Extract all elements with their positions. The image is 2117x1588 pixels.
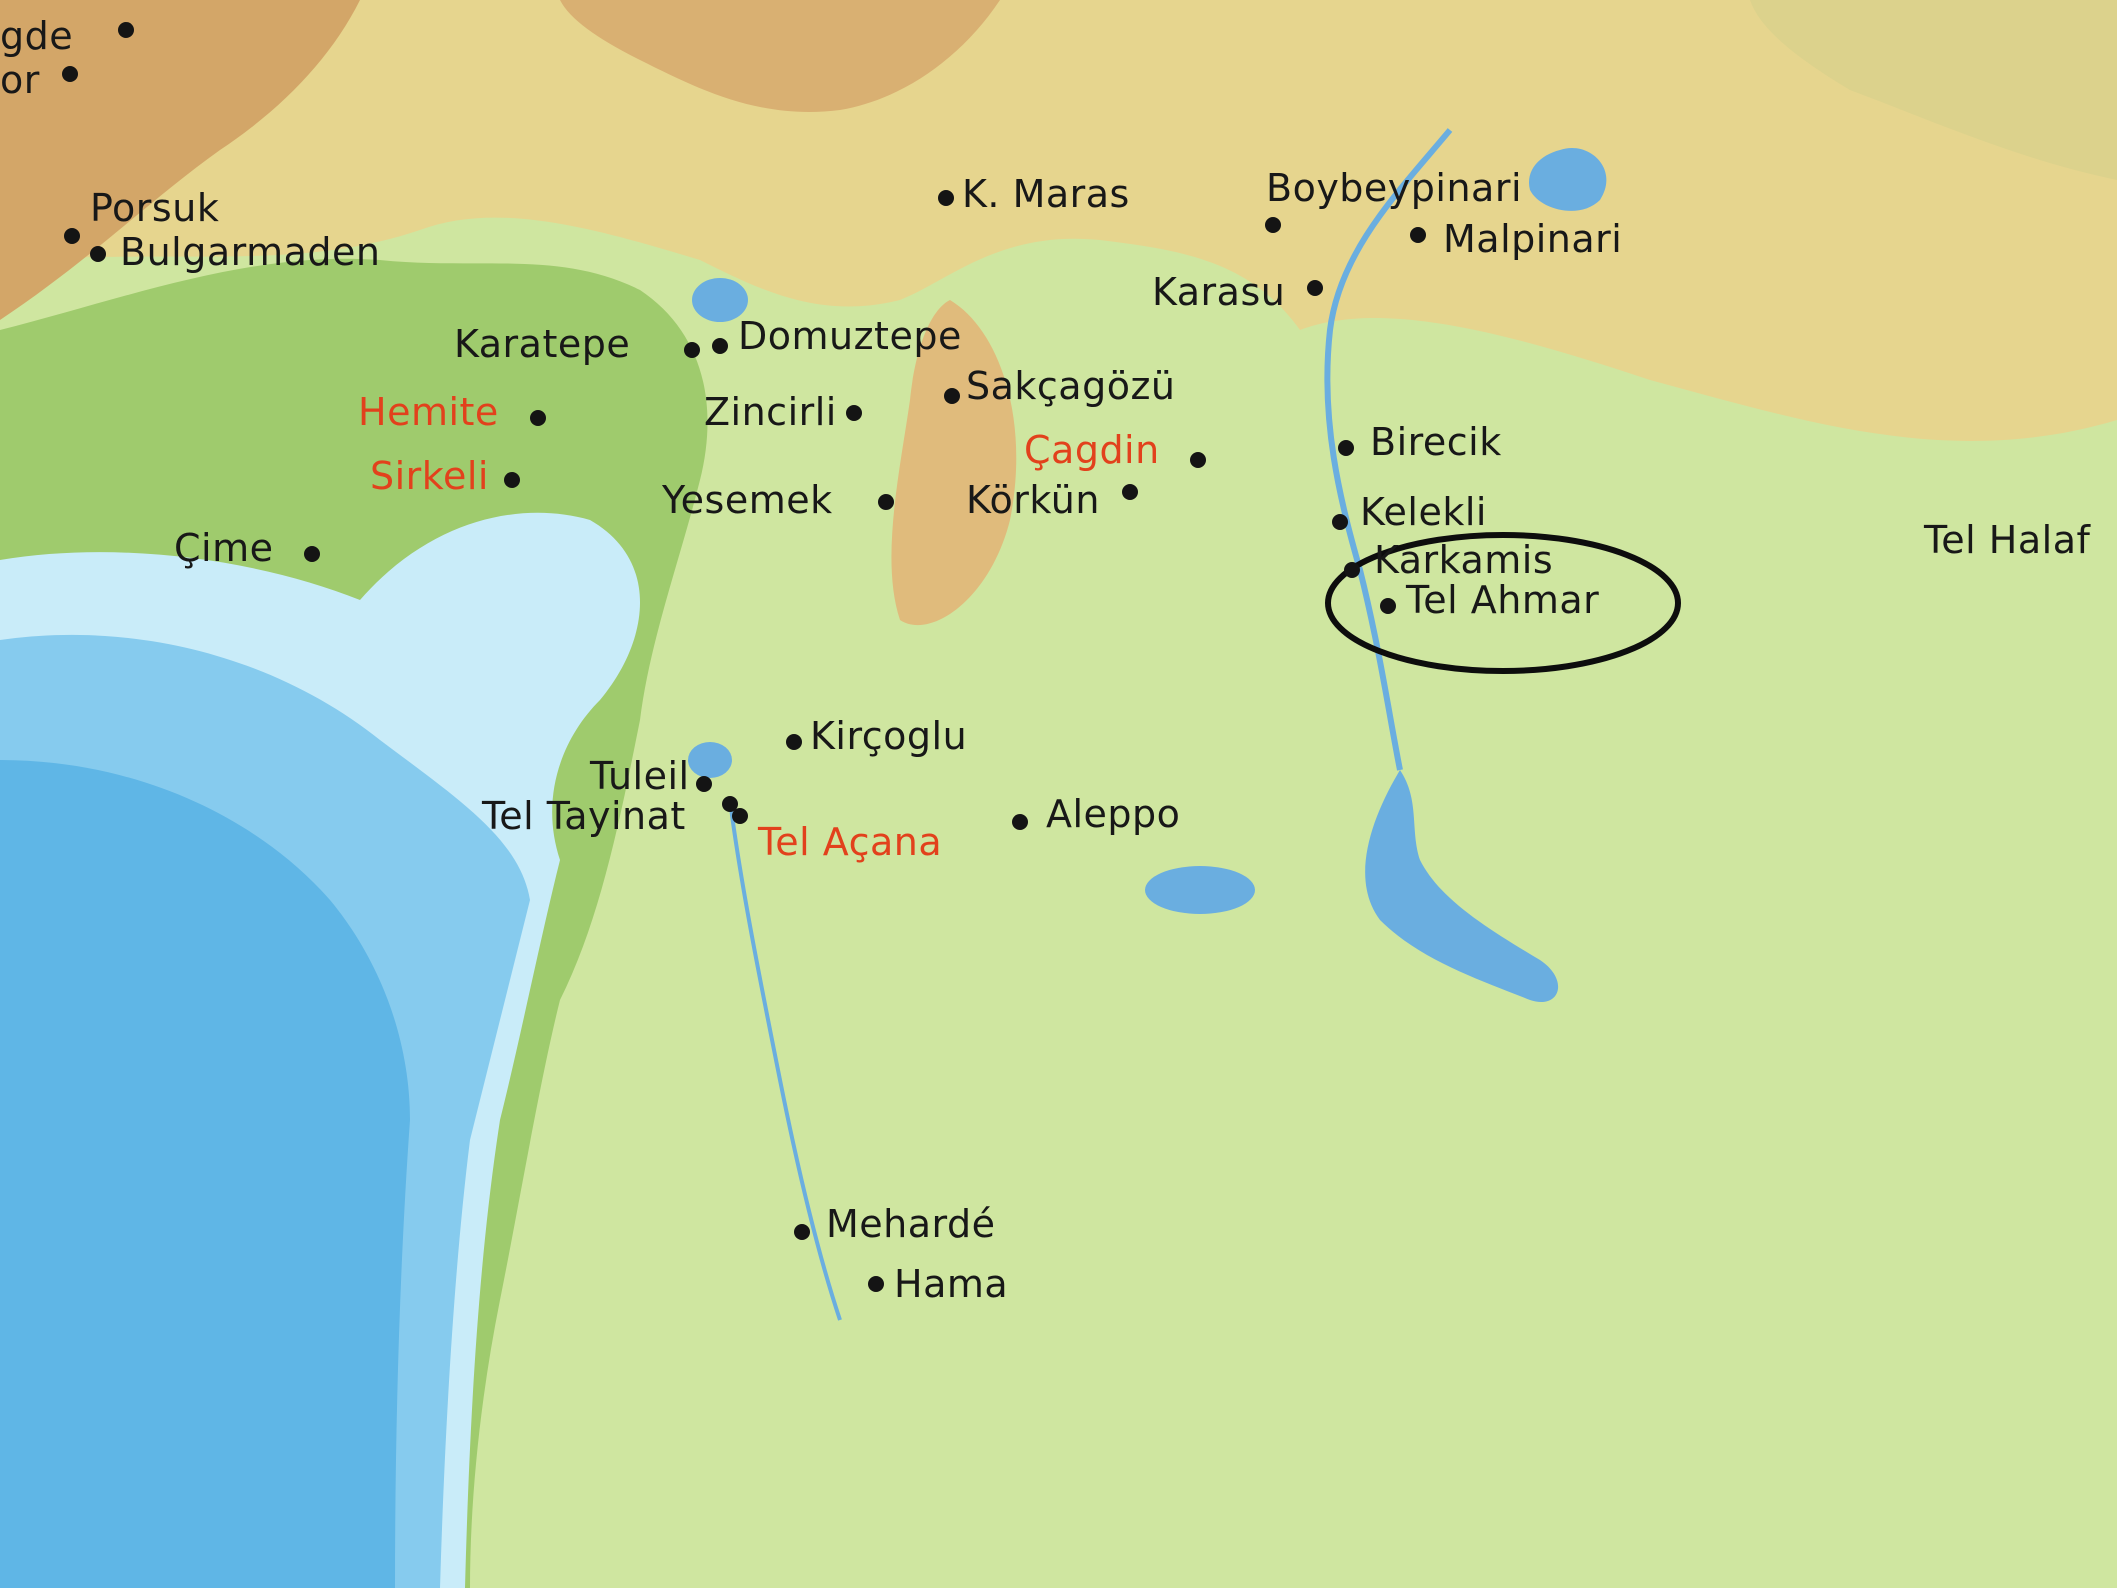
site-marker — [118, 22, 134, 38]
site-marker — [684, 342, 700, 358]
site-marker — [1190, 452, 1206, 468]
site-label: Kirçoglu — [810, 714, 968, 758]
site-marker — [868, 1276, 884, 1292]
site-label: Aleppo — [1046, 792, 1181, 836]
site-label: Tel Tayinat — [482, 794, 686, 838]
site-marker — [1332, 514, 1348, 530]
site-marker — [1122, 484, 1138, 500]
site-label: Karkamis — [1374, 538, 1554, 582]
lake-jabbul — [1145, 866, 1255, 914]
lake-north-river — [1529, 148, 1607, 211]
site-marker — [938, 190, 954, 206]
site-marker — [846, 405, 862, 421]
site-marker — [1012, 814, 1028, 830]
site-label: Malpinari — [1443, 217, 1623, 261]
site-label: Bulgarmaden — [120, 230, 381, 274]
site-label: Porsuk — [90, 186, 220, 230]
site-label: Kelekli — [1360, 490, 1487, 534]
site-label: Yesemek — [662, 478, 833, 522]
site-marker — [944, 388, 960, 404]
tel-ahmar-highlight-ring — [1325, 532, 1681, 674]
site-label: Sakçagözü — [966, 364, 1176, 408]
site-label: K. Maras — [962, 172, 1130, 216]
site-marker — [722, 796, 738, 812]
site-marker — [62, 66, 78, 82]
site-label: Tel Ahmar — [1406, 578, 1600, 622]
northern-upland-region — [0, 0, 2117, 441]
site-label: gde — [0, 14, 74, 58]
site-marker — [786, 734, 802, 750]
euphrates-river — [1324, 128, 1453, 771]
site-label: Çagdin — [1024, 428, 1160, 472]
site-marker — [530, 410, 546, 426]
site-label: Karasu — [1152, 270, 1286, 314]
site-marker — [1307, 280, 1323, 296]
site-label: Domuztepe — [738, 314, 962, 358]
site-label: Mehardé — [826, 1202, 996, 1246]
highland-north — [560, 0, 1000, 112]
site-marker — [1410, 227, 1426, 243]
site-marker — [1265, 217, 1281, 233]
site-label: Çime — [174, 526, 274, 570]
site-label: Zincirli — [704, 390, 837, 434]
highland-ridge — [891, 300, 1017, 626]
site-marker — [1338, 440, 1354, 456]
lake-euphrates — [1365, 770, 1559, 1002]
sea-deep — [0, 760, 410, 1588]
site-label: or — [0, 58, 40, 102]
site-marker — [696, 776, 712, 792]
eastern-upland-region — [1750, 0, 2117, 180]
site-label: Tel Halaf — [1924, 518, 2091, 562]
site-marker — [878, 494, 894, 510]
site-label: Sirkeli — [370, 454, 489, 498]
site-label: Karatepe — [454, 322, 631, 366]
highland-northwest — [0, 0, 360, 320]
site-label: Körkün — [966, 478, 1100, 522]
orontes-river — [728, 799, 842, 1321]
site-marker — [794, 1224, 810, 1240]
site-label: Boybeypinari — [1266, 166, 1523, 210]
lake-northwest — [692, 278, 748, 322]
site-marker — [1380, 598, 1396, 614]
site-label: Hama — [894, 1262, 1009, 1306]
site-label: Hemite — [358, 390, 499, 434]
site-marker — [64, 228, 80, 244]
lake-amik — [688, 742, 732, 778]
site-marker — [90, 246, 106, 262]
site-marker — [1344, 562, 1360, 578]
site-label: Tuleil — [590, 754, 690, 798]
site-label: Tel Açana — [758, 820, 943, 864]
site-label: Birecik — [1370, 420, 1502, 464]
site-marker — [732, 808, 748, 824]
site-marker — [712, 338, 728, 354]
site-marker — [304, 546, 320, 562]
site-marker — [504, 472, 520, 488]
